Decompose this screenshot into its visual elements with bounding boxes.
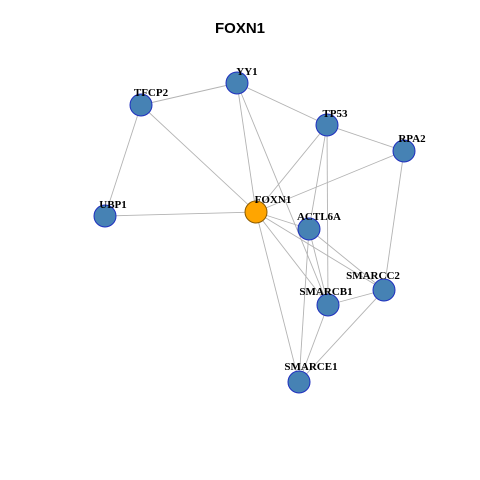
edge-yy1-foxn1 (236, 82, 257, 213)
node-tp53[interactable] (315, 113, 339, 137)
node-label-rpa2: RPA2 (398, 133, 426, 145)
node-yy1[interactable] (225, 71, 249, 95)
node-label-actl6a: ACTL6A (297, 211, 341, 223)
edge-yy1-smarcb1 (236, 82, 329, 306)
edge-tp53-foxn1 (255, 124, 328, 213)
edge-smarcc2-smarce1 (298, 289, 385, 383)
figure-title: FOXN1 (214, 20, 265, 37)
node-actl6a[interactable] (297, 217, 321, 241)
node-smarcc2[interactable] (372, 278, 396, 302)
edge-rpa2-foxn1 (255, 150, 405, 213)
edge-smarcb1-smarce1 (298, 304, 329, 383)
node-tfcp2[interactable] (129, 93, 153, 117)
node-label-smarcb1: SMARCB1 (299, 286, 352, 298)
node-label-tp53: TP53 (322, 108, 348, 120)
edge-tfcp2-foxn1 (140, 104, 257, 213)
edge-yy1-tp53 (236, 82, 328, 126)
edge-tfcp2-ubp1 (104, 104, 142, 217)
edge-foxn1-smarce1 (255, 211, 300, 383)
edge-tp53-rpa2 (326, 124, 405, 152)
edge-yy1-tfcp2 (140, 82, 238, 106)
node-ubp1[interactable] (93, 204, 117, 228)
node-smarce1[interactable] (287, 370, 311, 394)
node-label-tfcp2: TFCP2 (134, 87, 169, 99)
node-rpa2[interactable] (392, 139, 416, 163)
edge-ubp1-foxn1 (104, 211, 257, 217)
edge-foxn1-smarcc2 (255, 211, 385, 291)
edge-actl6a-smarce1 (298, 228, 310, 383)
edge-tp53-smarcb1 (326, 124, 329, 306)
edge-layer (104, 82, 405, 383)
node-smarcb1[interactable] (316, 293, 340, 317)
edge-actl6a-smarcc2 (308, 228, 385, 291)
edge-actl6a-smarcb1 (308, 228, 329, 306)
node-label-smarce1: SMARCE1 (284, 361, 337, 373)
edge-foxn1-smarcb1 (255, 211, 329, 306)
edge-tp53-actl6a (308, 124, 328, 230)
edge-rpa2-smarcc2 (383, 150, 405, 291)
node-foxn1[interactable] (244, 200, 268, 224)
node-label-foxn1: FOXN1 (255, 194, 292, 206)
node-label-yy1: YY1 (236, 66, 257, 78)
node-label-ubp1: UBP1 (99, 199, 127, 211)
node-label-smarcc2: SMARCC2 (346, 270, 400, 282)
